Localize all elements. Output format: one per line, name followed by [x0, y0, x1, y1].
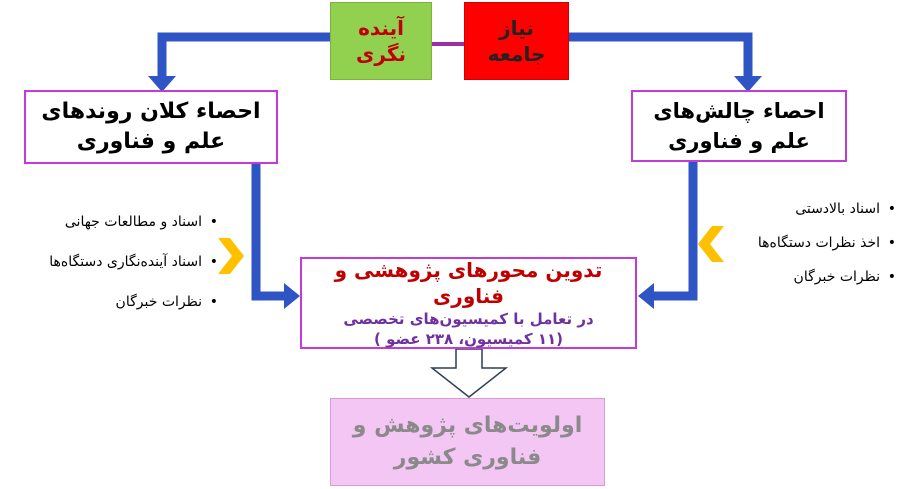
arrowhead-challenges [638, 283, 654, 309]
arrowhead-future [148, 76, 176, 92]
list-item: نظرات خبرگان [690, 266, 896, 300]
trends-line1: احصاء کلان روندهای [41, 99, 261, 124]
list-item: اسناد و مطالعات جهانی [10, 210, 218, 250]
challenges-box: احصاء چالش‌های علم و فناوری [631, 90, 847, 162]
list-item: نظرات خبرگان [10, 290, 218, 330]
list-item: اسناد بالادستی [690, 198, 896, 232]
future-line1: آینده [358, 16, 404, 40]
trends-line2: علم و فناوری [76, 129, 226, 154]
challenges-line2: علم و فناوری [668, 129, 810, 153]
result-line1: اولویت‌های پژوهش و [352, 413, 583, 438]
hollow-down-arrow [429, 348, 509, 398]
arrow-trends-to-center [251, 164, 286, 301]
center-box: تدوین محورهای پژوهشی و فناوری در تعامل ب… [300, 257, 637, 349]
chevron-left-icon [218, 238, 244, 274]
center-count: (۱۱ کمیسیون، ۲۳۸ عضو ) [374, 330, 564, 348]
arrow-challenges-to-center [652, 162, 698, 301]
arrow-need-to-challenges [569, 32, 753, 78]
left-source-list: اسناد و مطالعات جهانی اسناد آینده‌نگاری … [10, 210, 218, 330]
challenges-line1: احصاء چالش‌های [653, 99, 825, 123]
need-line1: نیاز [499, 16, 534, 40]
result-line2: فناوری کشور [393, 445, 542, 470]
need-line2: جامعه [487, 42, 546, 66]
center-title: تدوین محورهای پژوهشی و فناوری [334, 258, 603, 308]
society-need-box: نیاز جامعه [464, 2, 569, 80]
trends-box: احصاء کلان روندهای علم و فناوری [24, 90, 278, 164]
arrowhead-trends [284, 283, 300, 309]
future-line2: نگری [356, 42, 406, 66]
future-foresight-box: آینده نگری [330, 2, 432, 80]
right-source-list: اسناد بالادستی اخذ نظرات دستگاه‌ها نظرات… [690, 198, 896, 300]
arrow-future-to-trends [157, 32, 330, 78]
list-item: اخذ نظرات دستگاه‌ها [690, 232, 896, 266]
list-item: اسناد آینده‌نگاری دستگاه‌ها [10, 250, 218, 290]
result-box: اولویت‌های پژوهش و فناوری کشور [330, 398, 605, 486]
center-subtitle: در تعامل با کمیسیون‌های تخصصی [343, 310, 594, 328]
arrowhead-need [734, 76, 762, 92]
